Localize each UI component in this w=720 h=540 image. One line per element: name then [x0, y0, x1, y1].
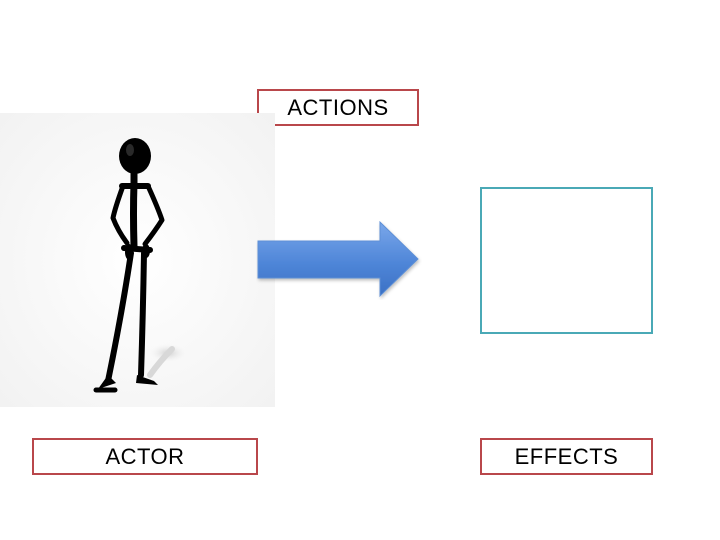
actor-label: ACTOR [32, 438, 258, 475]
effects-frame [480, 187, 653, 334]
actions-label: ACTIONS [257, 89, 419, 126]
right-arrow-icon [257, 220, 419, 298]
stick-figure-icon [0, 113, 275, 407]
effects-label: EFFECTS [480, 438, 653, 475]
